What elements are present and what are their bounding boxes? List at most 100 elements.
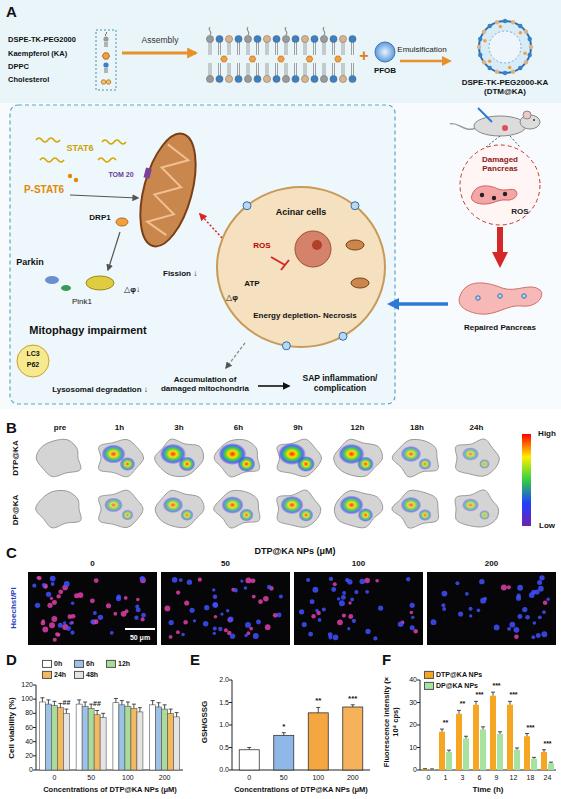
lipid-tail (228, 42, 230, 55)
hoechst-nucleus (477, 609, 481, 613)
hoechst-nucleus (350, 598, 354, 602)
legend-text: 24h (54, 671, 66, 678)
significance-mark: *** (509, 691, 517, 699)
hoechst-nucleus (531, 590, 536, 595)
hoechst-nucleus (136, 607, 141, 612)
lipid-head (273, 75, 280, 82)
pi-nucleus (58, 589, 63, 594)
lipid-head (349, 35, 356, 42)
organ-image (277, 490, 321, 527)
organ-image (36, 439, 81, 476)
organ-image (155, 490, 204, 527)
ka-molecule (499, 25, 503, 29)
lipid-head (292, 75, 299, 82)
hoechst-nucleus (345, 578, 349, 582)
lipid-head (311, 35, 318, 42)
organ-image (334, 491, 382, 528)
hoechst-nucleus (538, 615, 542, 619)
fluorescence-spot (297, 456, 315, 472)
stain-label: Hoechst/PI (9, 587, 18, 628)
axis-tick-mark (33, 770, 36, 771)
axis-tick-mark (229, 680, 232, 681)
lipid-head (282, 35, 289, 42)
lipid-tail (304, 63, 306, 76)
axis-tick: 9 (495, 774, 499, 782)
axis-tick: 1 (444, 774, 448, 782)
syringe (478, 108, 492, 122)
lipid-tail (105, 68, 107, 73)
fluorescence-spot (418, 458, 431, 470)
ka-molecule (519, 31, 523, 35)
hoechst-nucleus (337, 597, 340, 600)
zoom-circle (460, 145, 540, 225)
nanoparticle-dot (351, 202, 359, 210)
lipid-head (254, 35, 261, 42)
column-label: 6h (234, 423, 243, 432)
bar (456, 714, 462, 770)
pi-nucleus (37, 576, 41, 580)
annotation-label: Energy depletion- Necrosis (249, 311, 361, 320)
legend-text: DPPC (8, 62, 29, 71)
significance-mark: *** (348, 694, 357, 703)
hoechst-nucleus (525, 615, 530, 620)
cholesterol-ring (101, 80, 106, 84)
lipid-head (349, 75, 356, 82)
lipid-tail (247, 42, 249, 55)
error-bar (447, 750, 451, 752)
bar (51, 706, 57, 770)
hoechst-nucleus (140, 576, 145, 581)
significance-mark: ** (460, 700, 465, 708)
lipid-tail (105, 42, 107, 47)
axis-tick: 0 (413, 766, 417, 774)
lipid-head (244, 75, 251, 82)
legend-text: DSPE-TK-PEG2000 (8, 35, 76, 44)
annotation-label: Assembly (142, 36, 179, 46)
bar (524, 736, 530, 770)
hoechst-nucleus (531, 635, 535, 639)
hoechst-nucleus (546, 597, 549, 600)
hoechst-nucleus (507, 627, 511, 631)
node-text: DSPE-TK-PEG2000-KA (DTM@KA) (452, 78, 558, 96)
error-bar (83, 702, 87, 706)
pi-nucleus (124, 596, 128, 600)
lipid-tail (266, 63, 268, 76)
ka-hexagon (221, 56, 228, 62)
legend-text: Cholesterol (8, 75, 49, 84)
legend-frame (96, 30, 116, 90)
axis-tick-mark (417, 725, 420, 726)
lipid-tail (314, 42, 316, 55)
hoechst-nucleus (365, 629, 370, 634)
stat6-protein (36, 138, 60, 142)
lipid-head (301, 75, 308, 82)
axis-tick: 0 (52, 774, 56, 782)
hoechst-nucleus (533, 621, 537, 625)
pi-nucleus (47, 603, 52, 608)
result-arrow (258, 385, 289, 387)
lipid-head (495, 70, 499, 74)
pi-nucleus (55, 632, 59, 636)
hoechst-nucleus (279, 594, 283, 598)
axis-tick: 200 (347, 774, 359, 782)
bar (429, 769, 435, 771)
error-bar (151, 701, 155, 705)
error-bar (120, 701, 124, 705)
lipid-tail (219, 63, 221, 76)
lipid-tail (304, 42, 306, 55)
lipid-head (339, 75, 346, 82)
lipid-head (529, 45, 533, 49)
pi-nucleus (364, 578, 370, 584)
column-label: 50 (221, 559, 230, 568)
hoechst-nucleus (442, 591, 448, 597)
stat6-protein (102, 140, 126, 144)
hoechst-nucleus (342, 591, 346, 595)
bar (113, 703, 119, 770)
scale-bar (125, 628, 155, 630)
mitochondrion-membrane (130, 128, 206, 252)
lipid-tail (219, 42, 221, 55)
hoechst-nucleus (256, 619, 261, 624)
hoechst-nucleus (190, 608, 195, 613)
error-bar (457, 710, 461, 713)
pancreas-organ: Repaired Pancreas (448, 268, 552, 340)
lipid-head (216, 75, 223, 82)
bar (156, 707, 162, 770)
